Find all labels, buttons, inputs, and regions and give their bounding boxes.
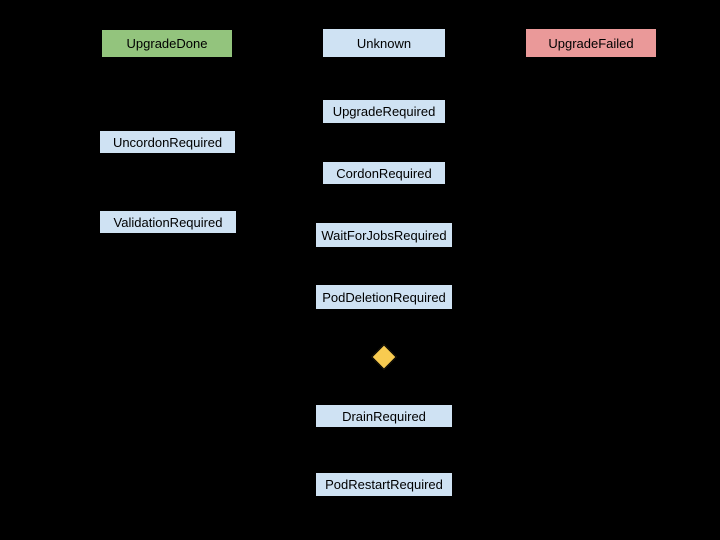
node-upgrade-done: UpgradeDone [101,29,233,58]
node-pod-deletion-required: PodDeletionRequired [315,284,453,310]
node-pod-restart-required: PodRestartRequired [315,472,453,497]
node-unknown: Unknown [322,28,446,58]
node-wait-for-jobs-required: WaitForJobsRequired [315,222,453,248]
node-upgrade-failed: UpgradeFailed [525,28,657,58]
decision-diamond-icon [371,344,397,370]
node-cordon-required: CordonRequired [322,161,446,185]
node-upgrade-required: UpgradeRequired [322,99,446,124]
node-uncordon-required: UncordonRequired [99,130,236,154]
node-drain-required: DrainRequired [315,404,453,428]
node-validation-required: ValidationRequired [99,210,237,234]
